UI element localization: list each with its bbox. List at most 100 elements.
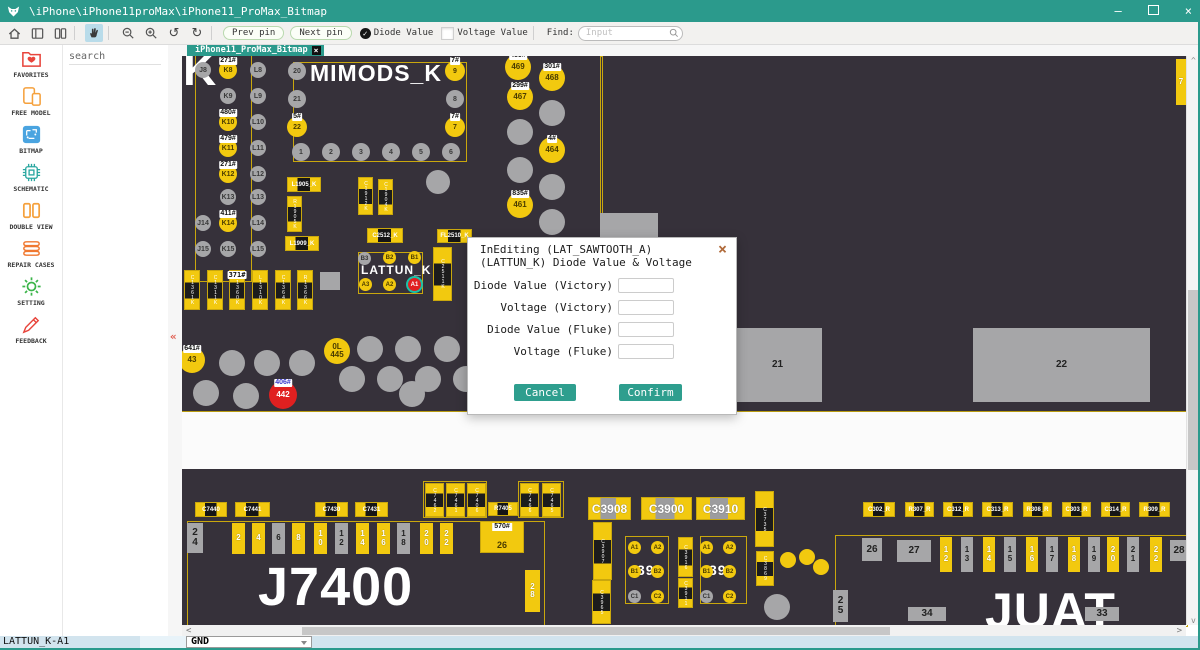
tab-iphone11-promax-bitmap[interactable]: iPhone11_ProMax_Bitmap ×	[187, 44, 324, 56]
pcb-pad[interactable]: L14	[250, 215, 266, 231]
pcb-component[interactable]: C2512_K	[367, 228, 403, 243]
pcb-component[interactable]: L1310K	[252, 270, 268, 310]
pcb-pad[interactable]: L10	[250, 114, 266, 130]
dialog-field-input[interactable]	[618, 322, 674, 337]
pcb-component[interactable]: C3907	[593, 522, 612, 580]
pcb-pad[interactable]	[193, 380, 219, 406]
pcb-pad[interactable]: A3	[359, 278, 372, 291]
pcb-component[interactable]: FL2510_K	[437, 229, 472, 243]
pcb-component[interactable]: C7441	[235, 502, 270, 517]
pcb-component[interactable]: C1364K	[275, 270, 291, 310]
pan-hand-tool-button[interactable]	[85, 24, 103, 42]
pcb-pad[interactable]	[399, 381, 425, 407]
pcb-component[interactable]: C2511K	[433, 247, 452, 301]
pcb-pad[interactable]: 27	[897, 540, 931, 562]
pcb-component[interactable]: C303_R	[1062, 502, 1091, 517]
pcb-pad[interactable]	[799, 549, 815, 565]
pcb-pad[interactable]: 2	[232, 523, 245, 554]
pcb-pad[interactable]	[357, 336, 383, 362]
search-input[interactable]	[69, 49, 161, 65]
double-column-button[interactable]	[51, 24, 69, 42]
pcb-component[interactable]: C302_R	[863, 502, 895, 517]
pcb-pad[interactable]: 8	[446, 90, 464, 108]
pcb-pad[interactable]	[539, 100, 565, 126]
panel-list-button[interactable]	[28, 24, 46, 42]
sidebar-item-setting[interactable]: SETTING	[0, 272, 62, 310]
dialog-close-icon[interactable]: ×	[717, 240, 727, 258]
pcb-pad[interactable]: J14	[195, 215, 211, 231]
pcb-component[interactable]: C7461	[446, 483, 465, 517]
pcb-component[interactable]: C3910	[696, 497, 745, 520]
pcb-component[interactable]: C1912K	[358, 177, 373, 215]
pcb-component[interactable]: C3735	[755, 491, 774, 547]
pcb-pad[interactable]: B1	[628, 565, 641, 578]
pcb-pad[interactable]: 6	[272, 523, 285, 554]
sidebar-item-feedback[interactable]: FEEDBACK	[0, 310, 62, 348]
next-pin-button[interactable]: Next pin	[290, 26, 352, 40]
pcb-component[interactable]: C7430	[315, 502, 348, 517]
pcb-component[interactable]: L1905_K	[287, 177, 321, 192]
pcb-pad[interactable]: C1	[700, 590, 713, 603]
pcb-pad[interactable]: J15	[195, 241, 211, 257]
pcb-pad[interactable]	[539, 174, 565, 200]
pcb-pad[interactable]	[339, 366, 365, 392]
pcb-component[interactable]: C1311K	[207, 270, 223, 310]
minimize-button[interactable]: –	[1114, 4, 1122, 18]
pcb-pad[interactable]	[764, 594, 790, 620]
pcb-pad[interactable]: 8	[292, 523, 305, 554]
pcb-pad[interactable]: L15	[250, 241, 266, 257]
pcb-component[interactable]: C3869	[756, 551, 774, 586]
pcb-component[interactable]: C7440	[195, 502, 227, 517]
pcb-pad[interactable]	[507, 157, 533, 183]
pcb-component[interactable]: C312_R	[943, 502, 973, 517]
diode-value-checkbox[interactable]: ✓ Diode Value	[359, 27, 433, 39]
pcb-pad[interactable]	[539, 209, 565, 235]
rotate-ccw-button[interactable]: ↺	[168, 25, 180, 41]
pcb-component[interactable]: C3908	[588, 497, 631, 520]
pcb-pad[interactable]	[219, 350, 245, 376]
pcb-pad[interactable]	[233, 383, 259, 409]
dialog-field-input[interactable]	[618, 300, 674, 315]
pcb-pad[interactable]: C2	[651, 590, 664, 603]
collapse-panel-icon[interactable]: «	[170, 330, 177, 343]
sidebar-item-free-model[interactable]: FREE MODEL	[0, 82, 62, 120]
horizontal-scrollbar[interactable]: < >	[182, 625, 1186, 637]
pcb-pad[interactable]: 21	[733, 328, 822, 402]
dialog-field-input[interactable]	[618, 344, 674, 359]
pcb-pad[interactable]: B1	[700, 565, 713, 578]
vertical-scrollbar-thumb[interactable]	[1188, 290, 1199, 470]
pcb-component[interactable]: C7431	[355, 502, 388, 517]
pcb-component[interactable]: R308_R	[1023, 502, 1052, 517]
sidebar-item-schematic[interactable]: SCHEMATIC	[0, 158, 62, 196]
rotate-cw-button[interactable]: ↻	[191, 25, 203, 41]
pcb-component[interactable]: C313_R	[982, 502, 1013, 517]
pcb-pad[interactable]: 4	[382, 143, 400, 161]
pcb-pad[interactable]: C2	[723, 590, 736, 603]
pcb-pad[interactable]: 4	[252, 523, 265, 554]
pcb-pad[interactable]: B1	[408, 251, 421, 264]
find-input[interactable]	[577, 25, 683, 41]
pcb-pad[interactable]: K13	[220, 189, 236, 205]
sidebar-item-repair-cases[interactable]: REPAIR CASES	[0, 234, 62, 272]
vertical-scrollbar[interactable]: ^ v	[1186, 56, 1200, 625]
pcb-pad[interactable]: 33	[1085, 607, 1119, 621]
pcb-component[interactable]: R1366K	[297, 270, 313, 310]
pcb-component[interactable]: R307_R	[905, 502, 934, 517]
